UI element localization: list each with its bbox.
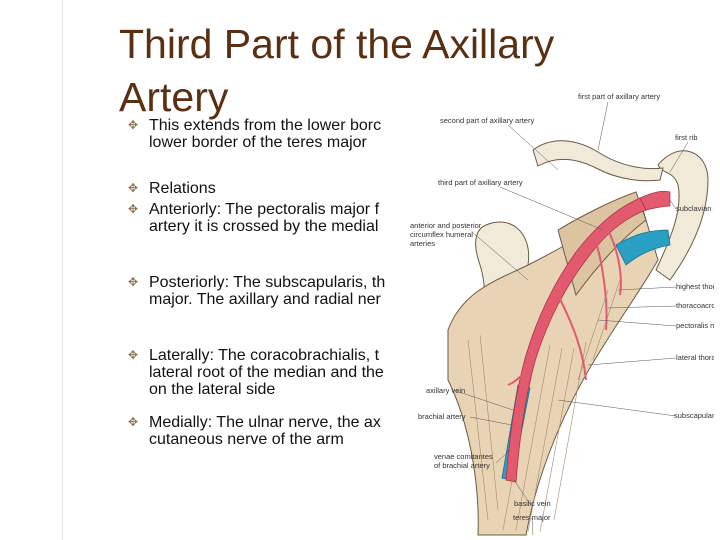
subclavian-artery-shape bbox=[639, 190, 671, 211]
bullet-text: Posteriorly: The subscapularis, th major… bbox=[149, 274, 386, 308]
slide-left-rule bbox=[62, 0, 63, 540]
axillary-artery-illustration: first part of axillary artery second par… bbox=[408, 80, 714, 540]
bullet-text: Medially: The ulnar nerve, the ax cutane… bbox=[149, 414, 381, 448]
axillary-artery-shape bbox=[505, 197, 647, 483]
label-thoracoacromial: thoracoacromial artery bbox=[676, 301, 714, 310]
anatomy-diagram: first part of axillary artery second par… bbox=[410, 92, 714, 536]
bullet-item-anteriorly: ✥ Anteriorly: The pectoralis major f art… bbox=[128, 201, 428, 235]
slide-title: Third Part of the Axillary Artery bbox=[119, 21, 555, 120]
label-second-part: second part of axillary artery bbox=[440, 116, 534, 125]
label-first-part: first part of axillary artery bbox=[578, 92, 660, 101]
label-subscapular: subscapular artery bbox=[674, 411, 714, 420]
label-highest-thoracic: highest thoracic artery bbox=[676, 282, 714, 291]
label-basilic-vein: basilic vein bbox=[514, 499, 551, 508]
label-first-rib: first rib bbox=[675, 133, 698, 142]
label-brachial-artery: brachial artery bbox=[418, 412, 466, 421]
leaf-bullet-icon: ✥ bbox=[128, 202, 139, 216]
bullet-text: Anteriorly: The pectoralis major f arter… bbox=[149, 201, 380, 235]
leaf-bullet-icon: ✥ bbox=[128, 275, 139, 289]
bullet-text: Relations bbox=[149, 180, 216, 197]
bullet-text: Laterally: The coracobrachialis, t later… bbox=[149, 347, 384, 398]
leaf-bullet-icon: ✥ bbox=[128, 118, 139, 132]
axillary-vein-shape bbox=[615, 229, 671, 266]
leaf-bullet-icon: ✥ bbox=[128, 348, 139, 362]
first-rib-shape bbox=[655, 150, 709, 281]
label-circumflex: anterior and posterior circumflex humera… bbox=[410, 221, 483, 248]
artery-branches bbox=[507, 229, 622, 386]
label-pectoralis-minor: pectoralis minor bbox=[676, 321, 714, 330]
bullet-item-relations: ✥ Relations bbox=[128, 180, 428, 197]
leader-lines bbox=[455, 101, 689, 536]
clavicle-shape bbox=[532, 140, 664, 182]
label-lateral-thoracic: lateral thoracic artery bbox=[676, 353, 714, 362]
label-third-part: third part of axillary artery bbox=[438, 178, 523, 187]
leaf-bullet-icon: ✥ bbox=[128, 415, 139, 429]
leaf-bullet-icon: ✥ bbox=[128, 181, 139, 195]
label-subclavian: subclavian artery bbox=[676, 204, 714, 213]
bullet-item-posteriorly: ✥ Posteriorly: The subscapularis, th maj… bbox=[128, 274, 428, 308]
label-teres-major: teres major bbox=[513, 513, 551, 522]
label-axillary-vein: axillary vein bbox=[426, 386, 465, 395]
bullet-item-medially: ✥ Medially: The ulnar nerve, the ax cuta… bbox=[128, 414, 428, 448]
label-venae-comitantes: venae comitantes of brachial artery bbox=[434, 452, 495, 470]
bullet-text: This extends from the lower borc lower b… bbox=[149, 117, 382, 151]
bullet-item-extent: ✥ This extends from the lower borc lower… bbox=[128, 117, 428, 151]
bullet-item-laterally: ✥ Laterally: The coracobrachialis, t lat… bbox=[128, 347, 428, 398]
muscle-mass-shape bbox=[447, 199, 659, 536]
